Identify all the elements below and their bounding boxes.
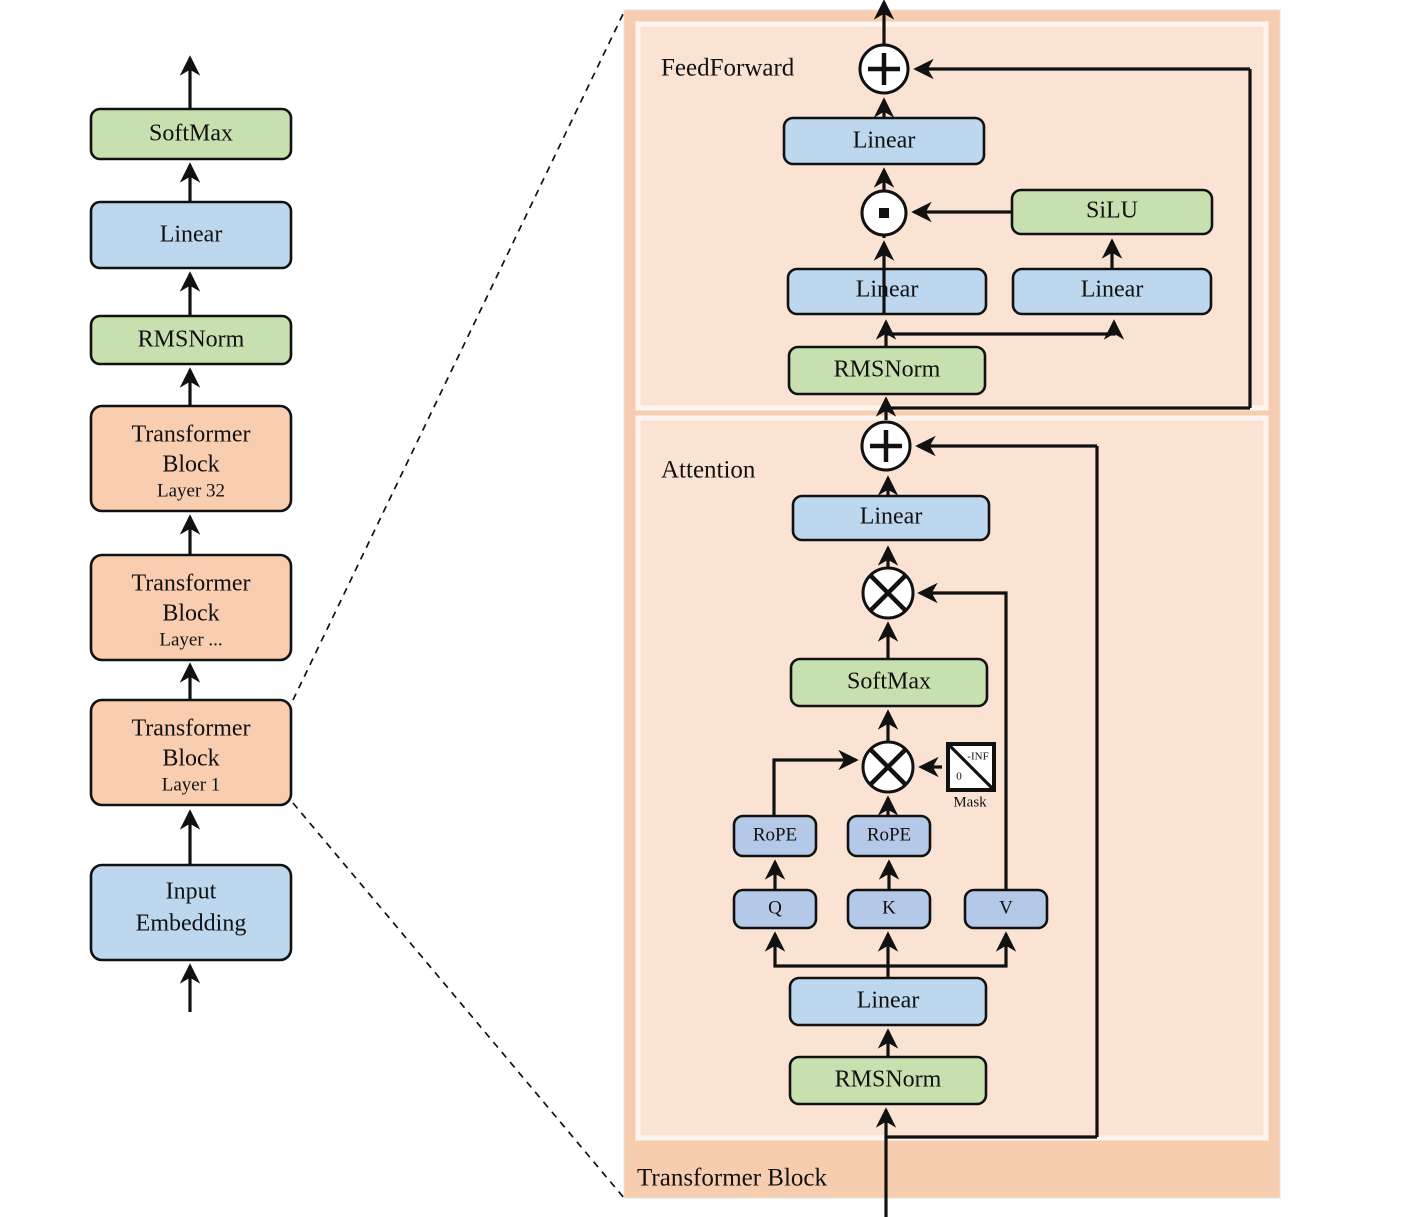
zoom-connector-bottom — [292, 802, 625, 1199]
k-node[interactable]: K — [846, 888, 932, 930]
linear-head-box[interactable] — [89, 200, 293, 270]
ff-linear-gate-node[interactable]: Linear — [786, 267, 988, 316]
overview-block-input-embedding[interactable]: Input Embedding — [89, 863, 293, 962]
attn-mul-qk-node — [861, 740, 915, 794]
transformer-block-dots-box[interactable] — [89, 553, 293, 662]
ff-silu-box[interactable] — [1010, 188, 1214, 236]
rope-q-box[interactable] — [732, 814, 818, 858]
ff-rmsnorm-node[interactable]: RMSNorm — [787, 345, 987, 396]
transformer-block-32-sublabel: Layer 32 — [157, 480, 225, 501]
attn-linear-out-box[interactable] — [791, 494, 991, 542]
q-label: Q — [768, 897, 782, 918]
v-box[interactable] — [963, 888, 1049, 930]
zoom-connector-top — [292, 11, 625, 701]
input-embedding-label-line1: Input — [166, 879, 217, 905]
ff-add-node — [858, 43, 910, 95]
ff-silu-label: SiLU — [1086, 198, 1138, 224]
mask-label: Mask — [953, 794, 987, 810]
attention-panel-title: Attention — [661, 457, 756, 484]
attn-rmsnorm-label: RMSNorm — [835, 1067, 942, 1093]
softmax-box[interactable] — [89, 107, 293, 161]
ff-mul-node — [860, 189, 908, 237]
transformer-block-1-title-line1: Transformer — [131, 716, 250, 742]
q-box[interactable] — [732, 888, 818, 930]
mask-diagonal-icon — [948, 744, 994, 790]
q-node[interactable]: Q — [732, 888, 818, 930]
attn-linear-out-node[interactable]: Linear — [791, 494, 991, 542]
wire-ropeq-to-mulqk — [772, 749, 859, 818]
transformer-block-32-title-line1: Transformer — [131, 422, 250, 448]
wire-qkv-linear-to-v — [888, 931, 1017, 968]
rope-q-node[interactable]: RoPE — [732, 814, 818, 858]
wire-ff-rmsnorm-to-linear-up — [886, 319, 1125, 340]
ff-linear-up-label: Linear — [1081, 277, 1144, 303]
attn-softmax-box[interactable] — [789, 657, 989, 708]
transformer-block-detail-panel: Transformer Block FeedForward Attention — [623, 0, 1281, 1217]
attn-mul-v-glyph-2 — [869, 574, 907, 612]
attn-add-node — [860, 420, 912, 472]
rope-q-label: RoPE — [753, 824, 797, 845]
ff-silu-node[interactable]: SiLU — [1010, 188, 1214, 236]
transformer-block-dots-sublabel: Layer ... — [159, 629, 222, 650]
transformer-block-1-box[interactable] — [89, 698, 293, 807]
wire-v-to-mulv — [917, 582, 1008, 890]
overview-block-transformer-32[interactable]: Transformer Block Layer 32 — [89, 404, 293, 513]
rope-k-box[interactable] — [846, 814, 932, 858]
overview-block-rmsnorm[interactable]: RMSNorm — [89, 314, 293, 366]
rope-k-label: RoPE — [867, 824, 911, 845]
transformer-block-dots-title-line2: Block — [162, 601, 219, 627]
ff-linear-out-box[interactable] — [782, 116, 986, 166]
k-label: K — [882, 897, 896, 918]
input-embedding-box[interactable] — [89, 863, 293, 962]
attn-linear-qkv-label: Linear — [857, 988, 920, 1014]
attention-group: Linear SoftMax — [732, 420, 1099, 1217]
attn-rmsnorm-box[interactable] — [788, 1055, 988, 1106]
rmsnorm-final-label: RMSNorm — [138, 327, 245, 353]
overview-block-softmax[interactable]: SoftMax — [89, 107, 293, 161]
attn-rmsnorm-node[interactable]: RMSNorm — [788, 1055, 988, 1106]
attn-linear-qkv-node[interactable]: Linear — [788, 976, 988, 1027]
transformer-block-1-sublabel: Layer 1 — [162, 774, 221, 795]
overview-block-linear[interactable]: Linear — [89, 200, 293, 270]
rmsnorm-final-box[interactable] — [89, 314, 293, 366]
wire-qkv-linear-to-q — [764, 931, 888, 968]
overview-block-transformer-1[interactable]: Transformer Block Layer 1 — [89, 698, 293, 807]
attn-linear-qkv-box[interactable] — [788, 976, 988, 1027]
ff-mul-dot-glyph — [879, 208, 889, 218]
ff-linear-out-label: Linear — [853, 128, 916, 154]
input-embedding-label-line2: Embedding — [136, 911, 247, 937]
k-box[interactable] — [846, 888, 932, 930]
transformer-block-dots-title-line1: Transformer — [131, 571, 250, 597]
overview-block-transformer-dots[interactable]: Transformer Block Layer ... — [89, 553, 293, 662]
ff-linear-gate-label: Linear — [856, 277, 919, 303]
softmax-label: SoftMax — [149, 121, 233, 147]
feedforward-group: Linear SiLU Linear — [782, 0, 1252, 420]
ff-linear-up-node[interactable]: Linear — [1011, 267, 1213, 316]
transformer-block-32-title-line2: Block — [162, 452, 219, 478]
ff-linear-out-node[interactable]: Linear — [782, 116, 986, 166]
ff-linear-gate-box[interactable] — [786, 267, 988, 316]
ff-linear-up-box[interactable] — [1011, 267, 1213, 316]
linear-head-label: Linear — [160, 222, 223, 248]
transformer-block-container-title: Transformer Block — [637, 1165, 828, 1192]
attn-mask-node[interactable]: -INF 0 Mask — [946, 742, 996, 810]
rope-k-node[interactable]: RoPE — [846, 814, 932, 858]
mask-lower-value: 0 — [956, 771, 962, 783]
ff-rmsnorm-label: RMSNorm — [834, 357, 941, 383]
v-label: V — [999, 897, 1013, 918]
attn-softmax-label: SoftMax — [847, 669, 931, 695]
ff-rmsnorm-box[interactable] — [787, 345, 987, 396]
transformer-block-32-box[interactable] — [89, 404, 293, 513]
model-overview-stack: SoftMax Linear RMSNorm Transformer Block… — [89, 55, 293, 1012]
mask-upper-value: -INF — [967, 751, 988, 763]
attn-mul-qk-glyph-2 — [869, 748, 907, 786]
transformer-block-1-title-line2: Block — [162, 746, 219, 772]
attn-softmax-node[interactable]: SoftMax — [789, 657, 989, 708]
v-node[interactable]: V — [963, 888, 1049, 930]
attn-mul-v-node — [861, 566, 915, 620]
attn-linear-out-label: Linear — [860, 504, 923, 530]
feedforward-panel-title: FeedForward — [661, 55, 795, 82]
